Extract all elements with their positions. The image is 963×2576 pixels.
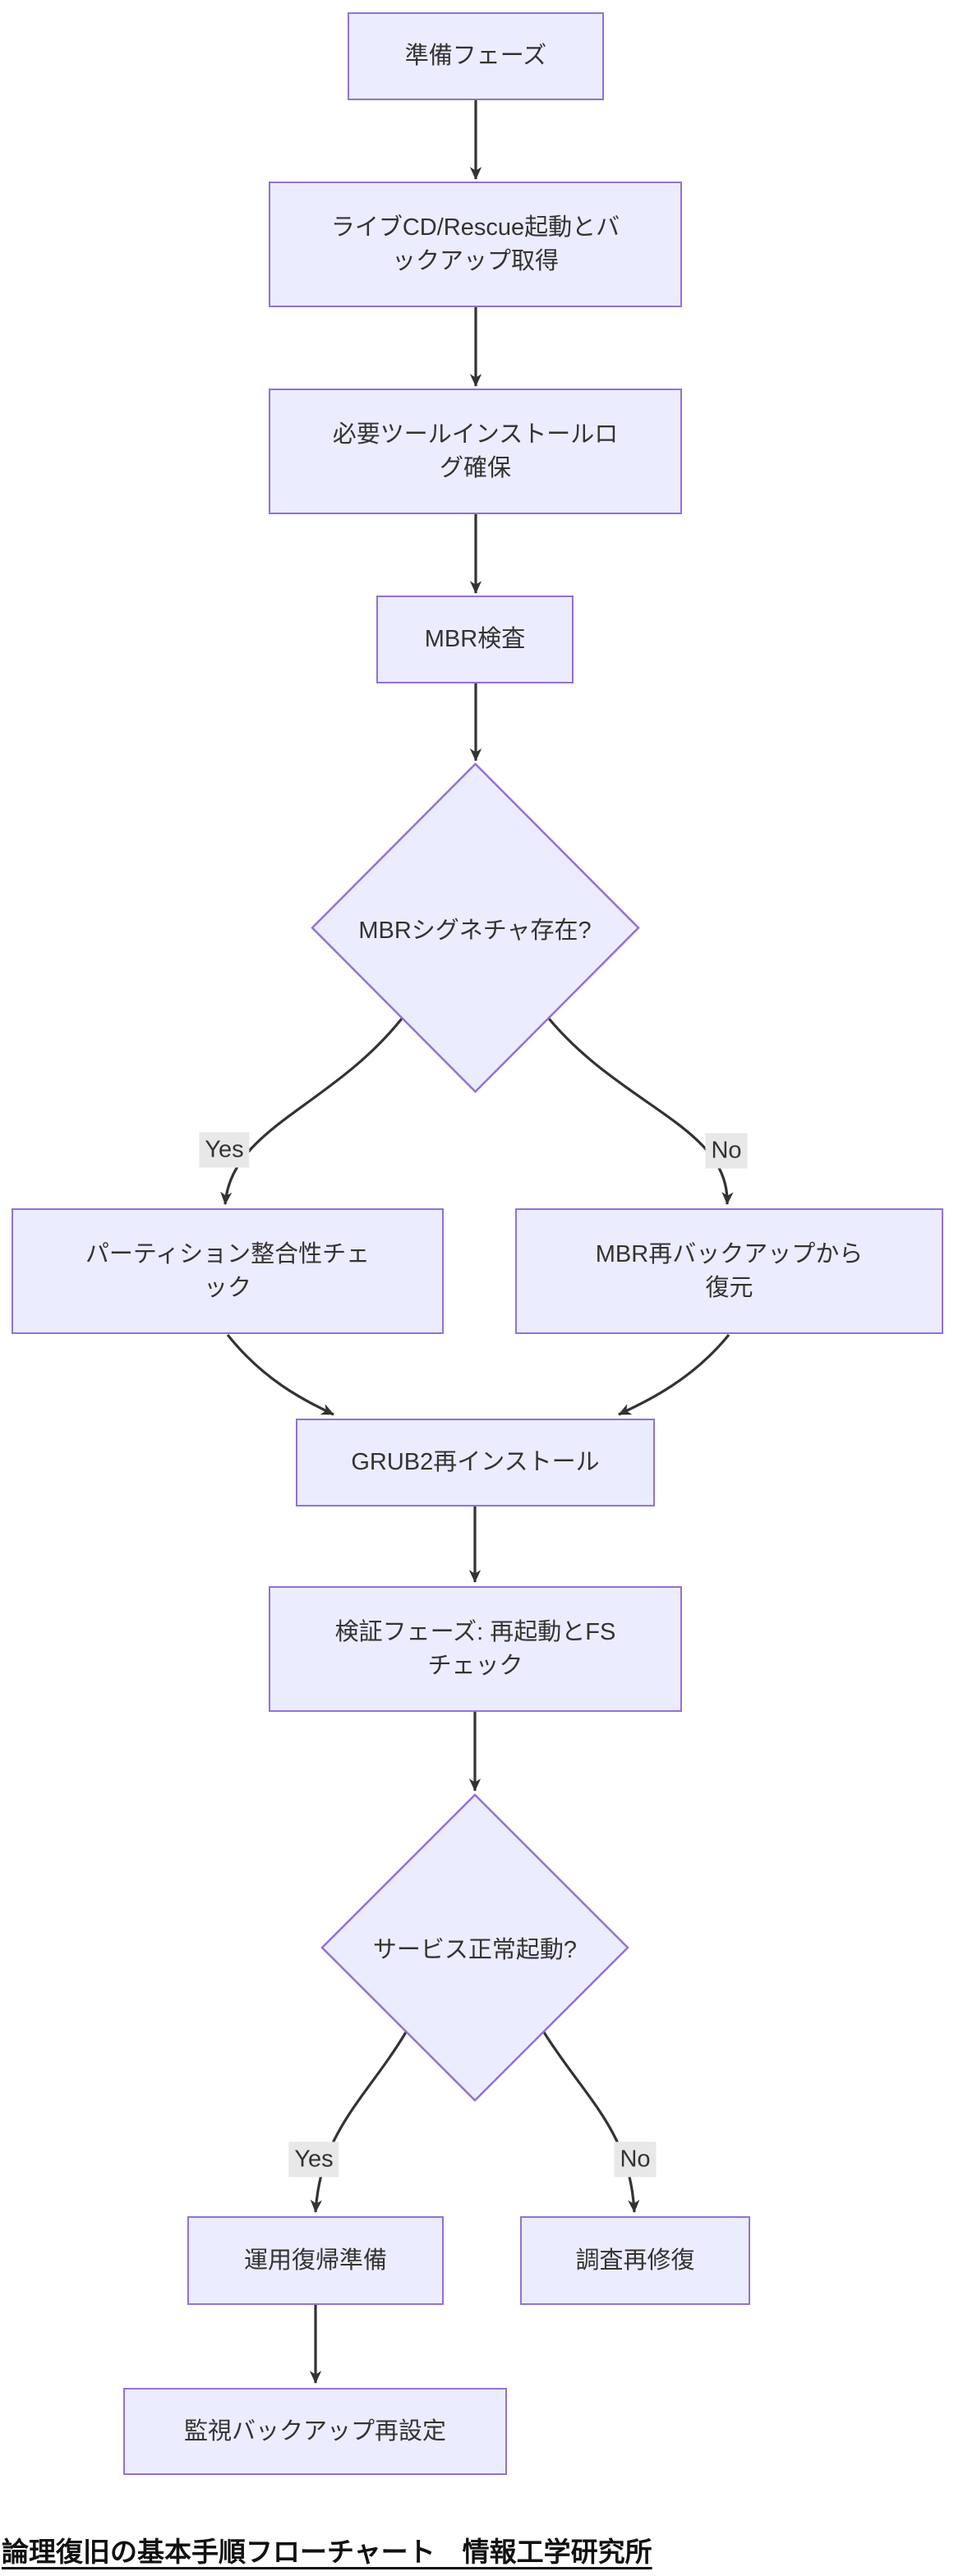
node-monitor-backup-reset: 監視バックアップ再設定 [123, 2388, 507, 2475]
node-mbr-inspect-label: MBR検査 [424, 626, 526, 653]
node-grub2-reinstall-label: GRUB2再インストール [351, 1449, 600, 1476]
edge-decision1-yes [220, 1018, 403, 1205]
node-partition-check: パーティション整合性チェック [12, 1208, 444, 1334]
node-partition-check-label: パーティション整合性チェック [85, 1241, 371, 1301]
decision-service-start-shape [320, 1793, 629, 2102]
edge-restore-to-grub [618, 1333, 730, 1416]
node-grub2-reinstall: GRUB2再インストール [296, 1419, 655, 1506]
node-mbr-restore: MBR再バックアップから復元 [515, 1208, 943, 1334]
node-investigate-repair-label: 調査再修復 [575, 2247, 695, 2274]
node-mbr-restore-label: MBR再バックアップから復元 [595, 1241, 864, 1301]
edge-label-yes-1: Yes [199, 1132, 250, 1168]
node-investigate-repair: 調査再修復 [520, 2216, 750, 2305]
edge-label-no-2: No [614, 2141, 657, 2178]
node-return-to-ops: 運用復帰準備 [187, 2216, 444, 2305]
edge-partition-to-grub [226, 1334, 334, 1416]
node-return-to-ops-label: 運用復帰準備 [243, 2247, 387, 2274]
edge-decision2-yes [310, 2031, 408, 2213]
decision-mbr-signature-shape [311, 762, 640, 1093]
edge-label-yes-2: Yes [288, 2141, 339, 2178]
decision-service-start-label: サービス正常起動? [372, 1937, 578, 1963]
node-verify-phase: 検証フェーズ: 再起動とFSチェック [269, 1586, 682, 1712]
node-livecd-backup: ライブCD/Rescue起動とバックアップ取得 [269, 182, 682, 307]
node-verify-phase-label: 検証フェーズ: 再起動とFSチェック [334, 1619, 616, 1679]
node-tool-install-log-label: 必要ツールインストールログ確保 [332, 421, 619, 481]
node-prep-phase-label: 準備フェーズ [404, 43, 547, 70]
node-prep-phase: 準備フェーズ [348, 12, 604, 100]
edge-decision2-no [542, 2031, 640, 2213]
edge-decision1-no [547, 1017, 734, 1205]
node-mbr-inspect: MBR検査 [376, 596, 574, 683]
node-tool-install-log: 必要ツールインストールログ確保 [269, 389, 682, 514]
node-livecd-backup-label: ライブCD/Rescue起動とバックアップ取得 [330, 214, 620, 274]
node-monitor-backup-reset-label: 監視バックアップ再設定 [183, 2417, 446, 2445]
edge-label-no-1: No [705, 1133, 748, 1169]
footer-title: 論理復旧の基本手順フローチャート 情報工学研究所 [2, 2537, 652, 2567]
decision-mbr-signature-label: MBRシグネチャ存在? [358, 918, 592, 944]
